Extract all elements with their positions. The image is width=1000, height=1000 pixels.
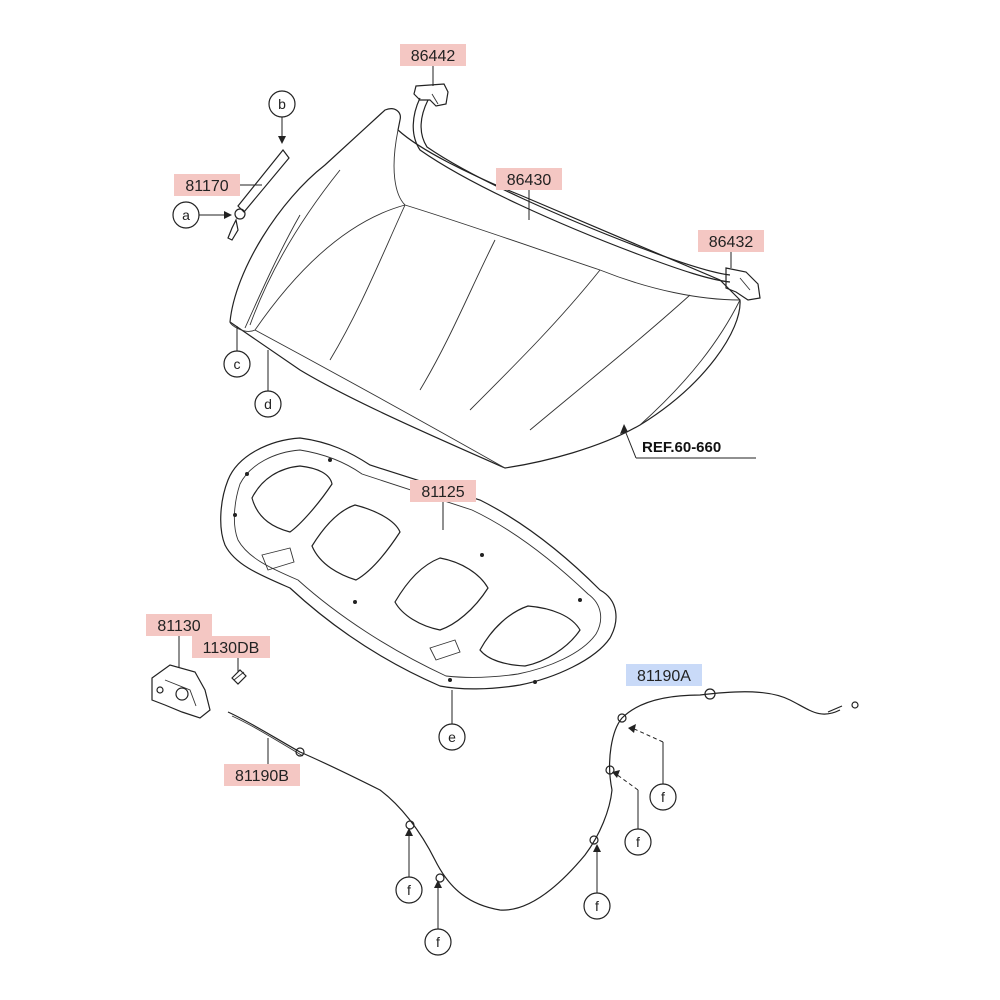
hood-weatherstrip <box>412 97 731 283</box>
svg-text:81190A: 81190A <box>637 668 691 685</box>
svg-text:f: f <box>436 934 440 950</box>
svg-text:b: b <box>278 96 286 112</box>
svg-text:86442: 86442 <box>411 48 456 65</box>
svg-text:f: f <box>636 834 640 850</box>
svg-text:c: c <box>234 356 241 372</box>
release-cable-81190b <box>227 711 613 911</box>
hood-panel <box>229 108 741 469</box>
svg-text:REF.60-660: REF.60-660 <box>642 439 721 456</box>
svg-text:e: e <box>448 729 456 745</box>
svg-text:a: a <box>182 207 190 223</box>
label-1130db: 1130DB <box>192 636 270 672</box>
svg-text:1130DB: 1130DB <box>203 640 260 657</box>
callout-a: a <box>172 201 232 229</box>
svg-text:81190B: 81190B <box>235 768 289 785</box>
svg-text:f: f <box>661 789 665 805</box>
svg-text:81130: 81130 <box>157 618 200 635</box>
svg-text:86432: 86432 <box>709 234 754 251</box>
svg-text:81170: 81170 <box>185 178 228 195</box>
callout-b: b <box>268 90 296 144</box>
bumper-86442 <box>413 83 449 107</box>
label-81130: 81130 <box>146 614 212 668</box>
label-81190b: 81190B <box>224 738 300 786</box>
hood-latch <box>151 664 211 719</box>
label-86442: 86442 <box>400 44 466 86</box>
svg-text:86430: 86430 <box>507 172 552 189</box>
callout-d: d <box>254 350 282 418</box>
bumper-86432 <box>725 267 761 301</box>
hood-stay-rod <box>227 149 290 241</box>
release-cable-81190a <box>605 688 859 791</box>
svg-text:f: f <box>595 898 599 914</box>
latch-bolt <box>231 669 247 685</box>
hood-insulator-pad <box>220 437 617 690</box>
callout-f-5: f <box>424 880 452 956</box>
svg-text:81125: 81125 <box>421 484 464 501</box>
callout-f-2: f <box>612 770 652 856</box>
callout-c: c <box>223 326 251 378</box>
reference-label: REF.60-660 <box>620 424 756 459</box>
callout-f-4: f <box>583 844 611 920</box>
svg-text:d: d <box>264 396 272 412</box>
callout-f-3: f <box>395 828 423 904</box>
label-81190a: 81190A <box>626 664 702 686</box>
label-81170: 81170 <box>174 174 262 196</box>
callout-f-1: f <box>628 724 677 811</box>
svg-text:f: f <box>407 882 411 898</box>
label-86432: 86432 <box>698 230 764 268</box>
label-86430: 86430 <box>496 168 562 220</box>
label-81125: 81125 <box>410 480 476 530</box>
callout-e: e <box>438 690 466 751</box>
